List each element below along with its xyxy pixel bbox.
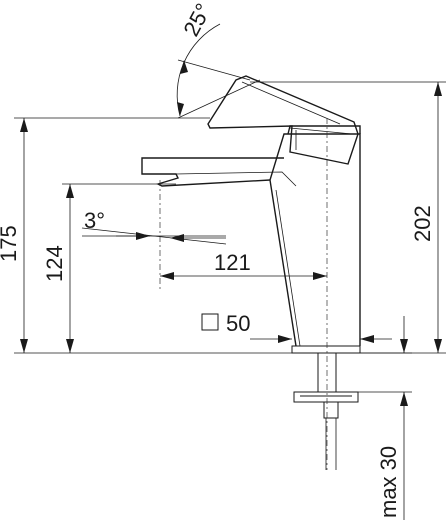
angle-25-arrow-bottom xyxy=(177,102,184,116)
reach-121-arrow-right xyxy=(313,272,327,280)
shank xyxy=(317,353,337,392)
hose-tail xyxy=(325,418,337,470)
angle-25-label: 25° xyxy=(178,0,216,40)
faucet-outline xyxy=(141,75,361,470)
height-124-dimension: 124 xyxy=(42,183,176,353)
angle-3-arrow-left xyxy=(136,232,150,240)
centre-lines xyxy=(159,118,328,470)
height-175-arrow-bottom xyxy=(20,339,28,353)
angle-25-ref-line xyxy=(177,79,261,119)
angle-3-label: 3° xyxy=(84,208,105,233)
height-175-dimension: 175 xyxy=(0,117,292,354)
base-plate xyxy=(291,345,361,354)
lever-handle xyxy=(207,75,359,165)
spout xyxy=(141,157,284,187)
height-202-label: 202 xyxy=(410,205,435,242)
angle-25-arrow-top xyxy=(180,60,188,74)
height-202-arrow-top xyxy=(434,82,442,96)
height-124-label: 124 xyxy=(42,245,67,282)
angle-25-lever-extension xyxy=(177,59,251,81)
angle-3-spout-line xyxy=(81,227,227,245)
angle-3-arrow-right xyxy=(170,234,184,242)
max-30-arrow-top xyxy=(400,339,408,353)
reach-121-label: 121 xyxy=(214,250,251,275)
handle-base xyxy=(287,125,361,135)
reach-121-dimension: 121 xyxy=(160,250,327,280)
height-202-dimension: 202 xyxy=(250,81,446,354)
angle-25-dimension: 25° xyxy=(176,0,261,119)
lever-handle-detail xyxy=(241,81,353,150)
base-50-dimension: 50 xyxy=(201,311,392,343)
angle-3-dimension: 3° xyxy=(81,208,227,245)
faucet-body xyxy=(269,133,361,347)
faucet-body-inner-edge xyxy=(275,189,301,347)
nut-lower xyxy=(323,402,339,419)
height-202-arrow-bottom xyxy=(434,339,442,353)
height-175-label: 175 xyxy=(0,225,21,262)
max-30-label: max 30 xyxy=(376,446,401,518)
base-50-arrow-left xyxy=(278,335,292,343)
height-124-arrow-bottom xyxy=(66,339,74,353)
spout-lower-edge xyxy=(175,171,297,187)
mounting-nut xyxy=(293,391,359,403)
square-symbol-icon xyxy=(201,313,219,331)
base-50-arrow-right xyxy=(360,335,374,343)
max-30-dimension: max 30 xyxy=(358,316,412,520)
height-124-arrow-top xyxy=(66,184,74,198)
height-175-arrow-top xyxy=(20,118,28,132)
reach-121-arrow-left xyxy=(160,272,174,280)
base-50-label: 50 xyxy=(226,311,250,336)
